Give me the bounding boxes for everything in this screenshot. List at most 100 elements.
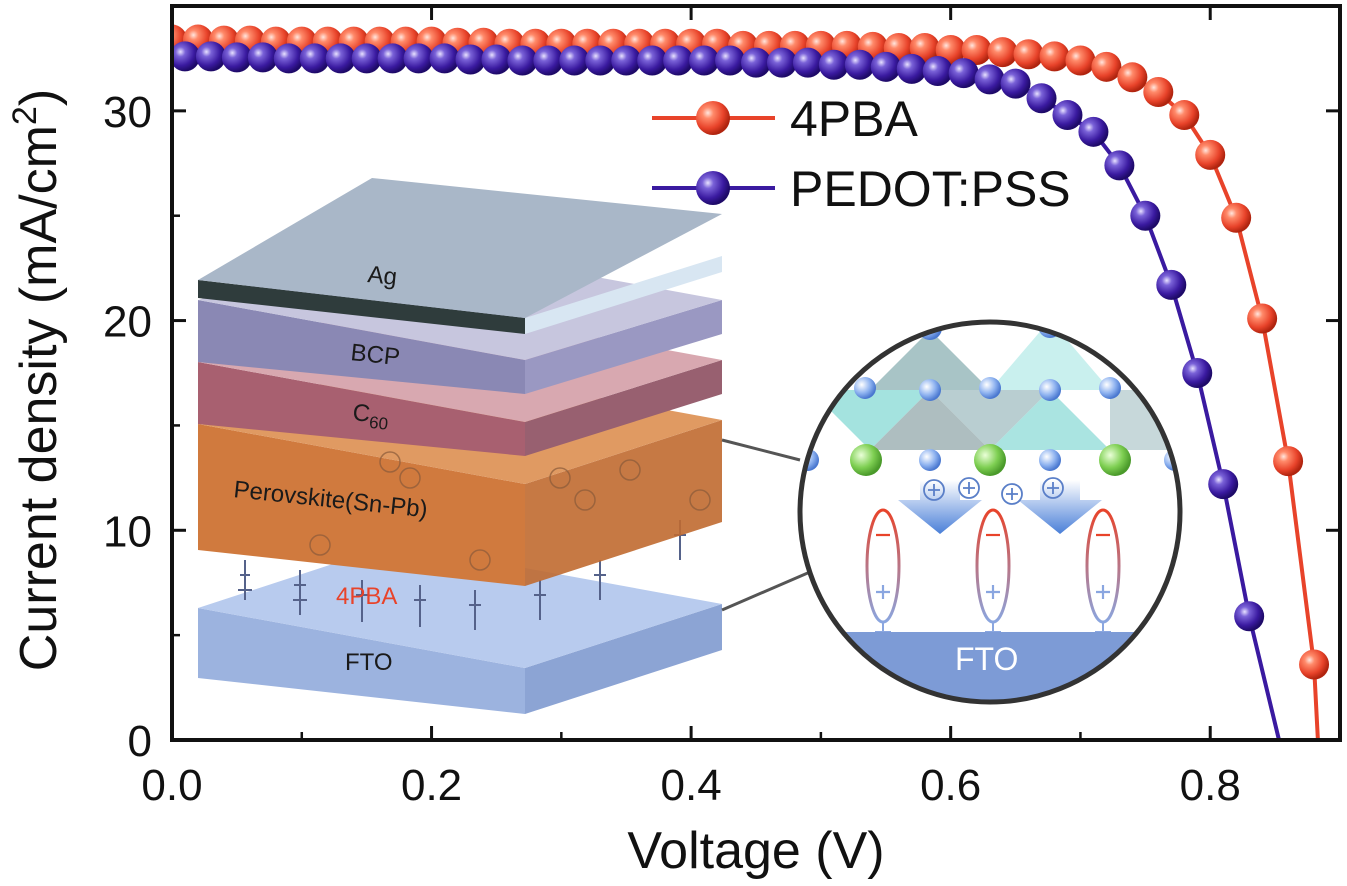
x-tick-label: 0.8 (1180, 761, 1241, 810)
data-point-pedot (974, 64, 1005, 95)
data-point-4pba (1221, 202, 1252, 233)
data-point-pedot (818, 49, 849, 80)
data-point-pedot (1156, 269, 1187, 300)
data-point-pedot (637, 45, 668, 76)
legend-label-pedot: PEDOT:PSS (790, 161, 1071, 217)
hole-transfer-arrows (898, 480, 1102, 534)
zoom-circle-border (797, 319, 1183, 705)
data-point-4pba (1195, 139, 1226, 170)
y-tick-label: 20 (103, 298, 152, 347)
data-point-pedot (1078, 116, 1109, 147)
perovskite-layer-side (525, 420, 722, 586)
y-axis-title: Current density (mA/cm2) (6, 89, 68, 671)
data-point-4pba (1117, 62, 1148, 93)
data-point-pedot (1130, 200, 1161, 231)
data-point-pedot (741, 47, 771, 78)
data-point-pedot (221, 42, 252, 73)
y-tick-label: 30 (103, 88, 152, 137)
data-point-pedot (766, 47, 797, 78)
data-point-4pba (1091, 51, 1122, 82)
data-point-pedot (1026, 83, 1057, 114)
data-point-pedot (844, 49, 875, 80)
axis-ticks: 0.0 0.2 0.4 0.6 0.8 0 10 20 30 (103, 6, 1342, 810)
x-tick-label: 0.6 (920, 761, 981, 810)
data-point-pedot (715, 45, 746, 76)
data-point-pedot (948, 58, 979, 89)
data-point-4pba (961, 35, 992, 66)
data-point-pedot (689, 45, 720, 76)
data-point-pedot (325, 43, 356, 74)
fto-layer-side (525, 604, 722, 714)
octahedron-left (810, 390, 930, 450)
bcp-layer-side (525, 300, 722, 394)
ag-layer-front (198, 280, 525, 334)
perovskite-layer-front (198, 424, 525, 586)
plot-area (172, 24, 1330, 740)
data-point-4pba (1273, 446, 1304, 477)
data-point-pedot (172, 41, 200, 72)
y-tick-label: 10 (103, 507, 152, 556)
data-point-pedot (195, 41, 226, 72)
data-point-pedot (559, 45, 590, 76)
data-point-pedot (585, 45, 616, 76)
interface-zoom-illustration: FTO (797, 319, 1183, 705)
y-tick-label: 0 (128, 717, 152, 766)
data-point-pedot (922, 56, 953, 87)
callout-line-bottom (721, 570, 811, 612)
a-site-atoms (850, 444, 1131, 476)
data-point-pedot (351, 43, 382, 74)
data-point-pedot (870, 51, 901, 82)
data-point-4pba (1247, 303, 1278, 334)
fto-layer-front (198, 608, 525, 714)
data-point-pedot (1000, 68, 1031, 99)
hole-symbols (923, 477, 1064, 505)
x-tick-label: 0.0 (141, 761, 202, 810)
x-tick-label: 0.4 (661, 761, 722, 810)
data-point-4pba (1143, 76, 1174, 107)
data-point-4pba (1299, 649, 1330, 680)
data-point-pedot (273, 43, 304, 74)
layer-label-bcp: BCP (349, 339, 401, 371)
layer-label-4pba: 4PBA (336, 583, 397, 610)
perovskite-molecules (309, 451, 711, 571)
legend-marker-4pba (696, 101, 730, 135)
data-point-4pba (1039, 41, 1070, 72)
data-point-pedot (611, 45, 642, 76)
layer-label-ag: Ag (366, 261, 398, 291)
data-point-pedot (896, 53, 927, 84)
x-axis-title: Voltage (V) (627, 822, 884, 880)
device-stack-illustration: 4PBA FTO Perovskite(Sn-Pb) C60 BCP Ag (198, 178, 811, 714)
data-point-pedot (1234, 601, 1265, 632)
layer-label-fto: FTO (345, 649, 393, 676)
data-point-pedot (1182, 358, 1213, 388)
c60-layer-front (198, 362, 525, 456)
fto-layer-top (198, 544, 722, 668)
legend-marker-pedot (696, 171, 730, 205)
data-point-4pba (1013, 39, 1044, 70)
data-point-pedot (247, 42, 278, 73)
legend-label-4pba: 4PBA (790, 91, 919, 147)
data-point-4pba (1169, 100, 1200, 131)
data-point-pedot (533, 45, 564, 76)
callout-line-top (721, 438, 801, 462)
data-point-pedot (1104, 150, 1135, 181)
data-point-pedot (1208, 469, 1239, 500)
x-tick-label: 0.2 (401, 761, 462, 810)
dipole-charges (876, 533, 1110, 599)
data-point-pedot (481, 44, 512, 75)
legend: 4PBA PEDOT:PSS (652, 91, 1071, 217)
c60-layer-side (525, 360, 722, 456)
bcp-layer-front (198, 300, 525, 394)
data-point-4pba (987, 37, 1018, 68)
4pba-molecules (238, 520, 686, 630)
fto-band-label: FTO (955, 641, 1018, 677)
data-point-pedot (429, 43, 460, 74)
data-point-pedot (455, 44, 486, 75)
octahedron-mid (930, 390, 1050, 450)
data-point-pedot (403, 43, 434, 74)
data-point-pedot (1052, 100, 1083, 131)
data-point-pedot (663, 45, 694, 76)
data-point-pedot (792, 47, 823, 78)
data-point-4pba (1065, 45, 1096, 76)
